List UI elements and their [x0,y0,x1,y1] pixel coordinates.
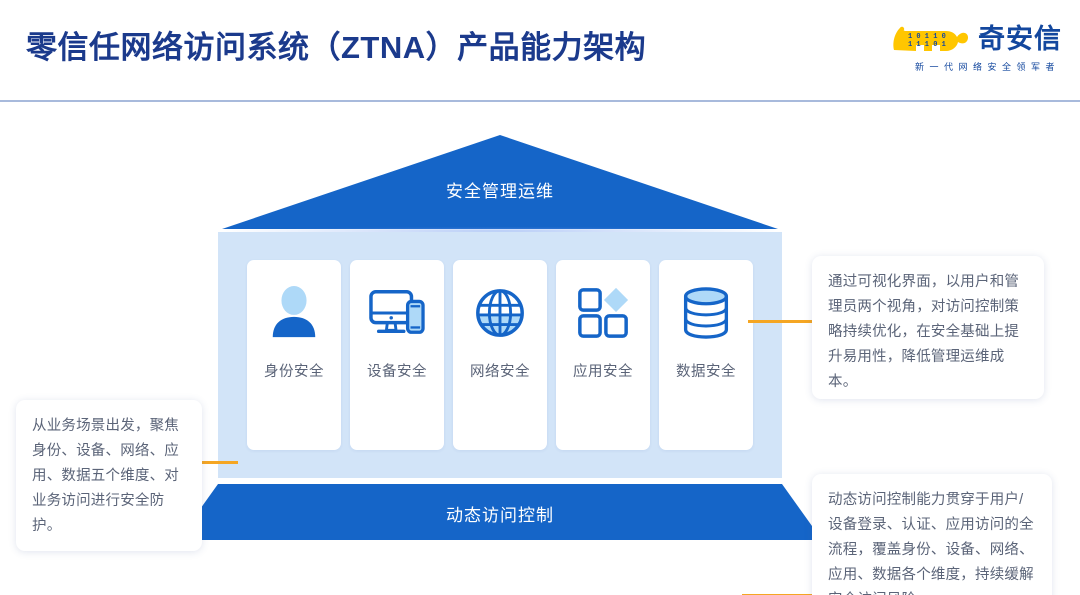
callout-bottom-right: 动态访问控制能力贯穿于用户/设备登录、认证、应用访问的全流程，覆盖身份、设备、网… [812,474,1052,595]
qianxin-tiger-logo-icon: 1 0 1 1 0 1 1 1 0 1 [888,20,974,58]
connector-line-top-right [748,320,820,323]
database-cylinder-icon [659,260,753,356]
pillar-application-security[interactable]: 应用安全 [556,260,650,450]
connector-line-left [194,461,238,464]
pillar-identity-security[interactable]: 身份安全 [247,260,341,450]
roof-glow [226,227,774,235]
app-squares-icon [556,260,650,356]
pillar-label: 数据安全 [676,364,736,380]
ztna-architecture-diagram: 安全管理运维 身份安全 [0,101,1080,595]
pillar-label: 网络安全 [470,364,530,380]
pillar-data-security[interactable]: 数据安全 [659,260,753,450]
callout-left: 从业务场景出发，聚焦身份、设备、网络、应用、数据五个维度、对业务访问进行安全防护… [16,400,202,551]
brand-logo: 1 0 1 1 0 1 1 1 0 1 奇安信 新一代网络安全领军者 [872,20,1062,78]
svg-text:1 0 1 1 0: 1 0 1 1 0 [908,33,946,41]
base-shape [178,484,822,540]
pillar-label: 设备安全 [367,364,427,380]
slide-header: 零信任网络访问系统（ZTNA）产品能力架构 1 0 1 1 0 1 1 1 0 … [0,0,1080,102]
pillar-label: 身份安全 [264,364,324,380]
logo-brand-text: 奇安信 [978,24,1062,54]
logo-tagline: 新一代网络安全领军者 [914,62,1060,72]
pillar-device-security[interactable]: 设备安全 [350,260,444,450]
roof-label: 安全管理运维 [446,182,554,201]
logo-row: 1 0 1 1 0 1 1 1 0 1 奇安信 [872,20,1062,58]
pillar-label: 应用安全 [573,364,633,380]
header-divider [0,100,1080,102]
pillar-list: 身份安全 设备安全 [218,232,782,478]
callout-top-right: 通过可视化界面，以用户和管理员两个视角，对访问控制策略持续优化，在安全基础上提升… [812,256,1044,399]
user-identity-icon [247,260,341,356]
page-title: 零信任网络访问系统（ZTNA）产品能力架构 [26,30,647,65]
globe-network-icon [453,260,547,356]
base-label: 动态访问控制 [446,506,554,525]
roof-shape [222,135,778,231]
monitor-phone-device-icon [350,260,444,356]
svg-text:1 1 1 0 1: 1 1 1 0 1 [908,41,946,49]
pillar-network-security[interactable]: 网络安全 [453,260,547,450]
